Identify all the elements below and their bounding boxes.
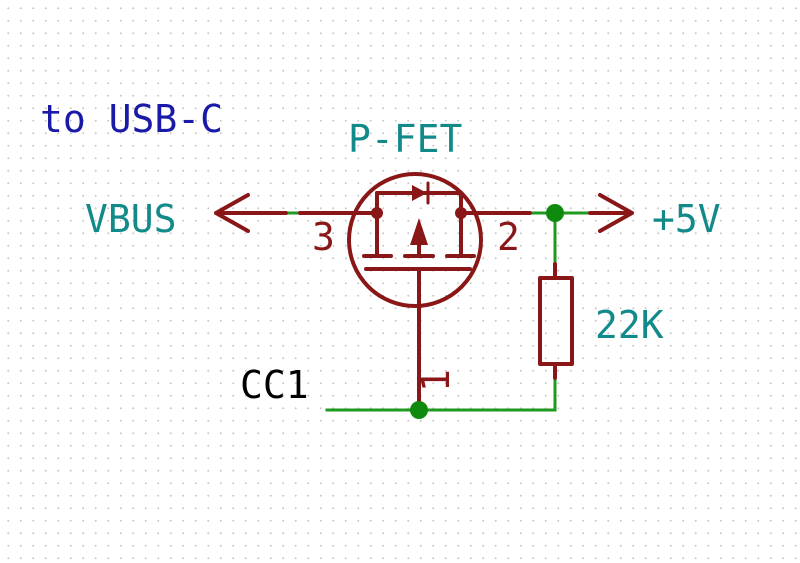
pfet-drain-dot (455, 207, 467, 219)
pfet-pin-source-number: 3 (312, 215, 335, 259)
resistor-symbol: 22K (538, 262, 664, 380)
pfet-diode-triangle-icon (412, 185, 427, 201)
resistor-value-label: 22K (595, 303, 664, 347)
pfet-pin-drain-number: 2 (497, 215, 520, 259)
pfet-value-label: P-FET (348, 117, 462, 161)
vbus-label-arrow (214, 193, 288, 233)
cc1-net-label: CC1 (240, 363, 309, 407)
junction-cc1 (410, 401, 428, 419)
pfet-pin-gate-number: 1 (414, 369, 458, 392)
resistor-body (538, 276, 574, 366)
usb-c-annotation: to USB-C (40, 97, 223, 141)
5v-label-arrow (588, 193, 634, 233)
pfet-body-circle (347, 172, 483, 308)
pfet-bulk-arrow-icon (410, 218, 428, 245)
pfet-source-dot (371, 207, 383, 219)
junction-5v (546, 204, 564, 222)
vbus-net-label: VBUS (85, 197, 177, 241)
5v-net-label: +5V (652, 197, 721, 241)
pfet-symbol: P-FET 3 2 1 (298, 117, 532, 412)
